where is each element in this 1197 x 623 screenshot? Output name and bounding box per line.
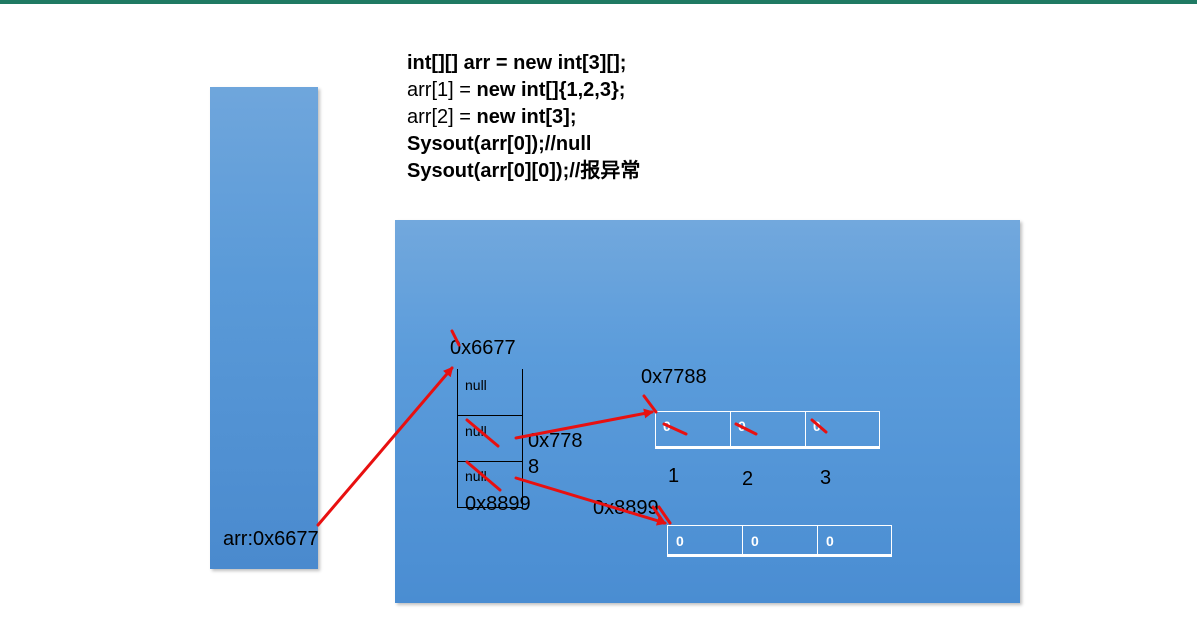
watermark: CSDN @1个程序源: [1024, 599, 1155, 616]
outer-cell-1-address-wrap: 8: [528, 456, 540, 478]
array-a-address: 0x7788: [641, 366, 707, 388]
code-line-2-lhs: arr[1] =: [407, 79, 477, 101]
array-a-new-1: 2: [742, 468, 754, 490]
stack-memory: [210, 87, 318, 569]
outer-cell-0: null: [465, 377, 487, 393]
array-b-value-1: 0: [751, 533, 759, 549]
array-b-divider-2: [817, 525, 818, 555]
array-a-old-2: 0: [813, 418, 821, 434]
outer-cell-2-address: 0x8899: [465, 493, 531, 515]
array-a-new-0: 1: [668, 465, 680, 487]
array-a: [655, 411, 880, 449]
code-line-2: arr[1] = new int[]{1,2,3};: [407, 77, 640, 104]
array-a-old-0: 0: [663, 418, 671, 434]
array-b-value-2: 0: [826, 533, 834, 549]
array-b-address: 0x8899: [593, 497, 659, 519]
outer-array-address: 0x6677: [450, 337, 516, 359]
code-line-2-rhs: new int[]{1,2,3};: [476, 79, 626, 101]
code-line-1: int[][] arr = new int[3][];: [407, 52, 627, 74]
outer-cell-1-address: 0x778: [528, 430, 583, 452]
outer-array-divider-2: [457, 461, 523, 462]
outer-array-divider-1: [457, 415, 523, 416]
array-b: [667, 525, 892, 557]
code-line-3-lhs: arr[2] =: [407, 106, 477, 128]
code-line-3: arr[2] = new int[3];: [407, 104, 640, 131]
array-a-divider-1: [730, 411, 731, 447]
code-line-5: Sysout(arr[0][0]);//报异常: [407, 160, 641, 182]
outer-cell-2: null: [465, 468, 487, 484]
array-b-divider-1: [742, 525, 743, 555]
code-line-3-rhs: new int[3];: [476, 106, 577, 128]
top-accent-bar: [0, 0, 1197, 4]
stack-variable-label: arr:0x6677: [223, 528, 319, 550]
code-block: int[][] arr = new int[3][]; arr[1] = new…: [407, 50, 640, 185]
code-line-4: Sysout(arr[0]);//null: [407, 133, 592, 155]
array-a-divider-2: [805, 411, 806, 447]
array-a-new-2: 3: [820, 467, 832, 489]
array-a-old-1: 0: [738, 418, 746, 434]
outer-cell-1: null: [465, 423, 487, 439]
array-b-value-0: 0: [676, 533, 684, 549]
